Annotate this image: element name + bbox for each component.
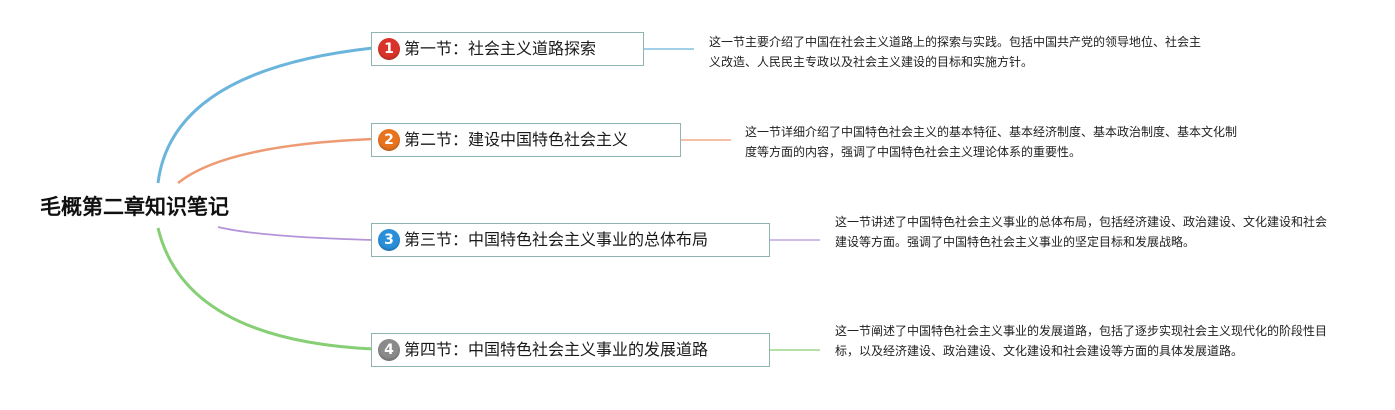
number-badge-4-icon: 4 xyxy=(378,339,400,361)
note-section-1[interactable]: 这一节主要介绍了中国在社会主义道路上的探索与实践。包括中国共产党的领导地位、社会… xyxy=(709,35,1202,69)
number-badge-3-icon: 3 xyxy=(378,229,400,251)
topic-label-3: 第三节：中国特色社会主义事业的总体布局 xyxy=(404,230,709,249)
topic-section-2[interactable]: 2 第二节：建设中国特色社会主义 xyxy=(371,123,681,157)
number-badge-2-icon: 2 xyxy=(378,129,400,151)
topic-label-4: 第四节：中国特色社会主义事业的发展道路 xyxy=(404,340,709,359)
topic-section-1[interactable]: 1 第一节：社会主义道路探索 xyxy=(371,32,644,66)
branch-curve-1 xyxy=(156,46,374,184)
root-topic-title[interactable]: 毛概第二章知识笔记 xyxy=(40,195,229,219)
topic-section-3[interactable]: 3 第三节：中国特色社会主义事业的总体布局 xyxy=(371,223,770,257)
note-section-3[interactable]: 这一节讲述了中国特色社会主义事业的总体布局，包括经济建设、政治建设、文化建设和社… xyxy=(835,215,1328,249)
number-badge-1-icon: 1 xyxy=(378,38,400,60)
topic-label-2: 第二节：建设中国特色社会主义 xyxy=(404,130,629,149)
branch-curve-3 xyxy=(217,226,374,241)
note-section-4[interactable]: 这一节阐述了中国特色社会主义事业的发展道路，包括了逐步实现社会主义现代化的阶段性… xyxy=(835,324,1328,358)
topic-section-4[interactable]: 4 第四节：中国特色社会主义事业的发展道路 xyxy=(371,333,770,367)
topic-label-1: 第一节：社会主义道路探索 xyxy=(404,39,597,58)
branch-curve-2 xyxy=(177,137,374,184)
note-section-2[interactable]: 这一节详细介绍了中国特色社会主义的基本特征、基本经济制度、基本政治制度、基本文化… xyxy=(745,125,1238,159)
branch-curve-4 xyxy=(156,227,374,351)
